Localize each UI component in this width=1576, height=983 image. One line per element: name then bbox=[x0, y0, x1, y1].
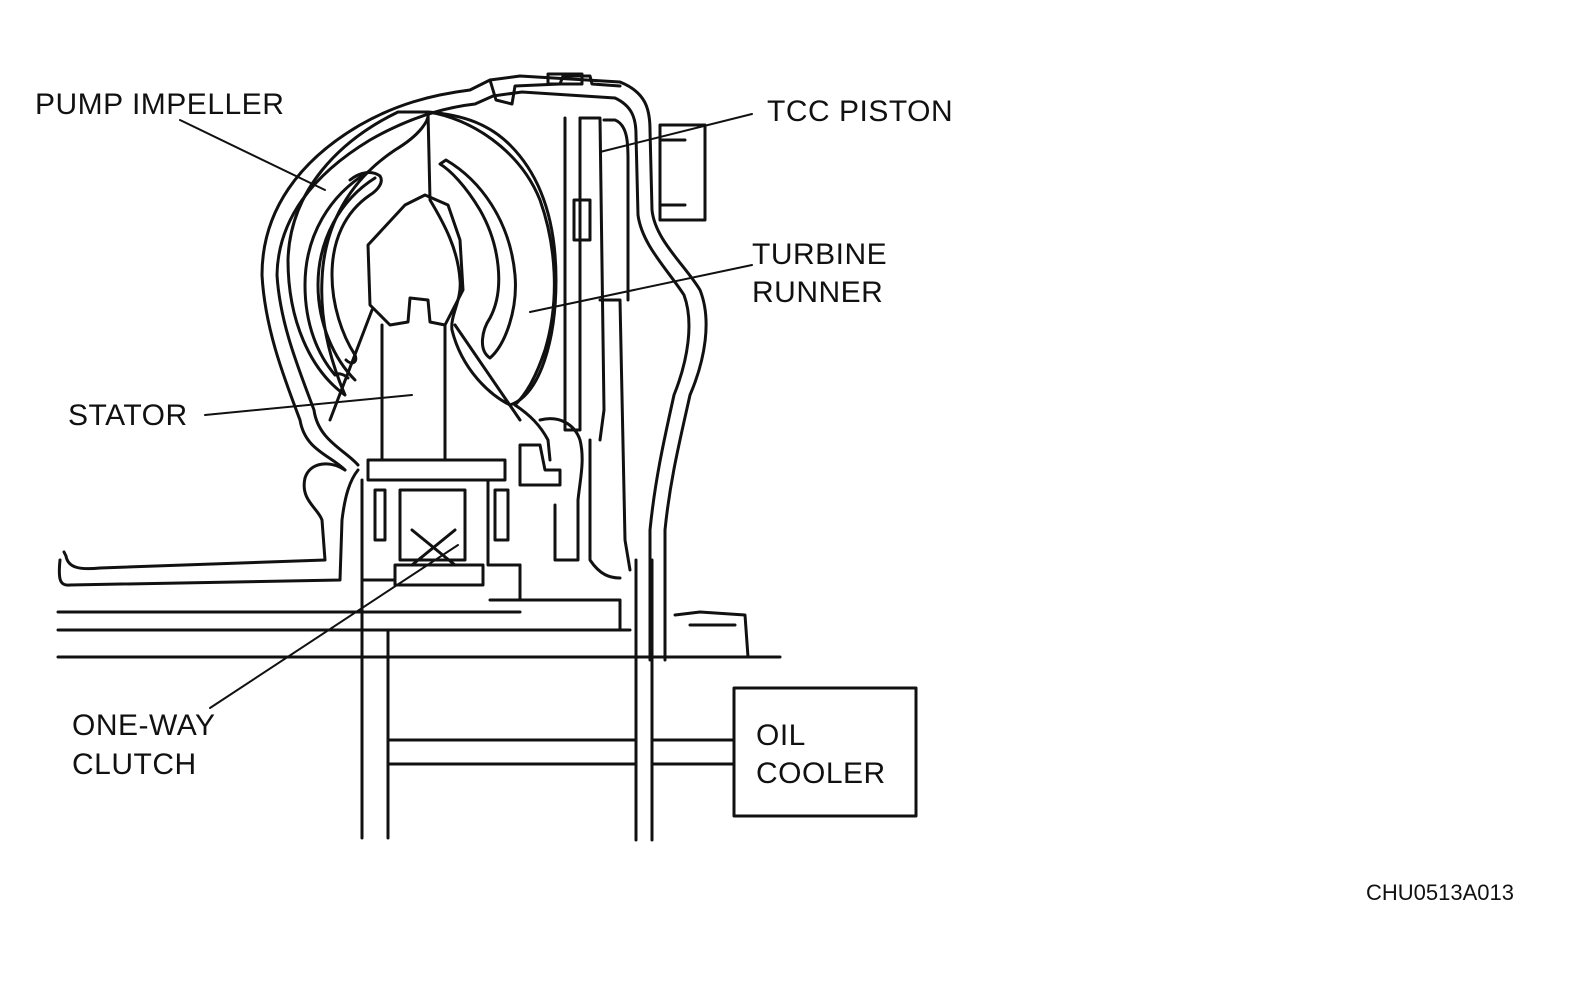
reference-code: CHU0513A013 bbox=[1366, 880, 1514, 905]
label-turbine-runner-line1: TURBINE bbox=[752, 238, 888, 271]
label-oil-cooler-line2: COOLER bbox=[756, 757, 886, 790]
label-turbine-runner-line2: RUNNER bbox=[752, 276, 884, 309]
one-way-clutch bbox=[362, 480, 520, 585]
leader-lines bbox=[180, 114, 752, 708]
label-one-way-clutch-line2: CLUTCH bbox=[72, 748, 197, 781]
input-shafts bbox=[58, 565, 780, 657]
oil-cooler-box bbox=[734, 688, 916, 816]
label-pump-impeller: PUMP IMPELLER bbox=[35, 88, 285, 121]
label-stator: STATOR bbox=[68, 399, 188, 432]
turbine-runner-blade bbox=[428, 112, 556, 460]
tcc-piston-assembly bbox=[520, 118, 705, 660]
oil-cooler-lines bbox=[362, 580, 734, 840]
converter-housing bbox=[59, 74, 706, 660]
pump-impeller-blade bbox=[288, 112, 428, 395]
label-one-way-clutch-line1: ONE-WAY bbox=[72, 709, 216, 742]
label-oil-cooler-line1: OIL bbox=[756, 719, 806, 752]
label-tcc-piston: TCC PISTON bbox=[767, 95, 954, 128]
